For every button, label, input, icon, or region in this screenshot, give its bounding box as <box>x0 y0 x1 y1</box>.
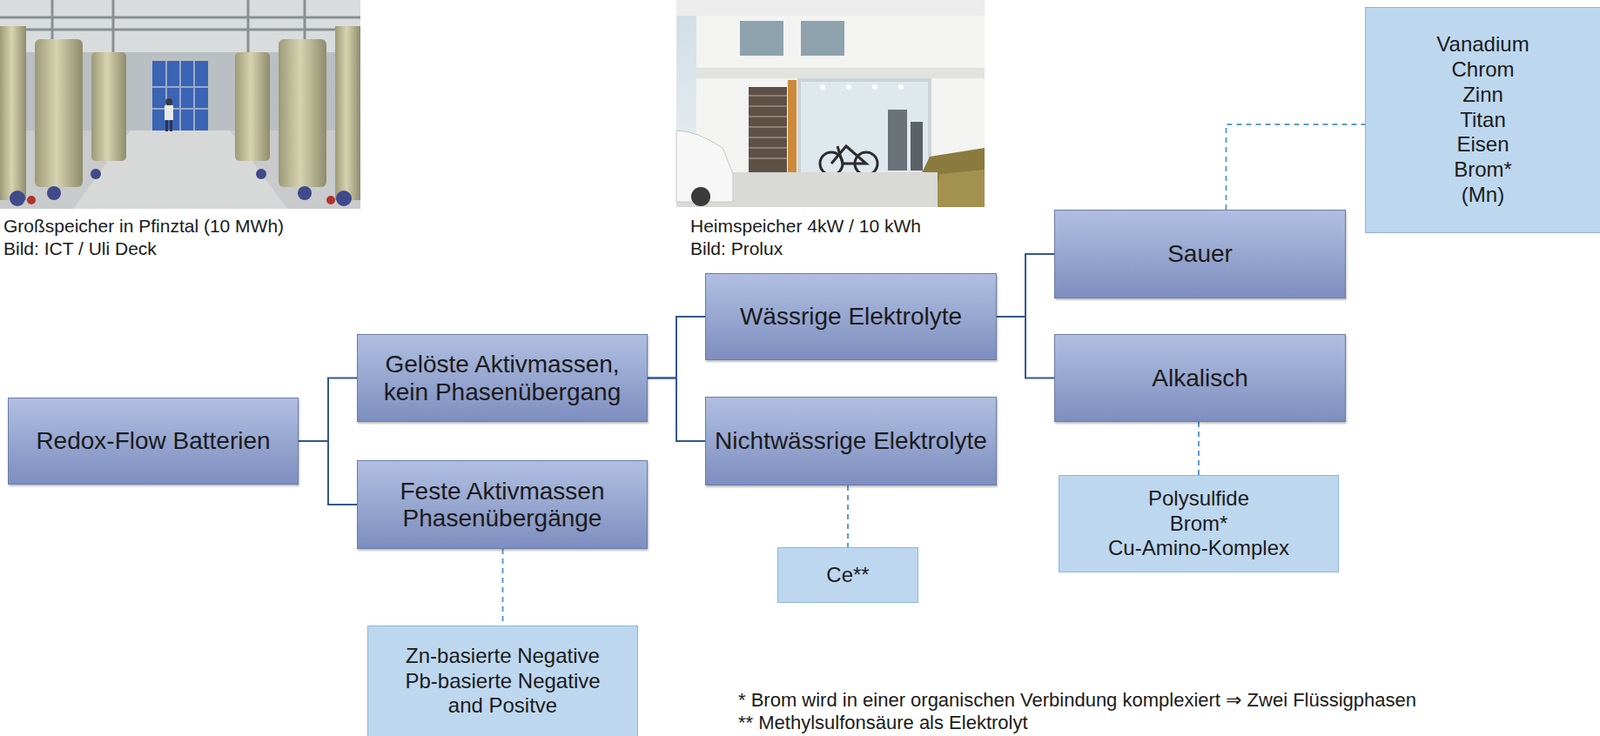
category-box: Sauer <box>1054 209 1346 299</box>
dashed-connector <box>502 549 505 626</box>
photo-caption: Heimspeicher 4kW / 10 kWh <box>690 215 922 237</box>
list-item: (Mn) <box>1461 182 1505 209</box>
house-photo <box>676 0 985 208</box>
material-list: Ce** <box>777 547 919 604</box>
box-label: Alkalisch <box>1151 364 1248 392</box>
list-item: Zn-basierte Negative <box>405 644 600 670</box>
box-label: Feste Aktivmassen Phasenübergänge <box>366 477 639 533</box>
list-item: Cu-Amino-Komplex <box>1108 536 1290 562</box>
category-box: Nichtwässrige Elektrolyte <box>705 396 997 486</box>
list-item: Vanadium <box>1436 32 1529 58</box>
tree-connector <box>996 254 1055 317</box>
tree-connector <box>647 378 706 443</box>
photo-caption: Großspeicher in Pfinztal (10 MWh) <box>3 215 284 237</box>
dashed-connector <box>1197 422 1200 476</box>
material-list: VanadiumChromZinnTitanEisenBrom*(Mn) <box>1364 6 1600 234</box>
box-label: Sauer <box>1167 240 1233 268</box>
footnote: * Brom wird in einer organischen Verbind… <box>738 689 1417 712</box>
material-list: PolysulfideBrom*Cu-Amino-Komplex <box>1058 475 1339 573</box>
box-label: Wässrige Elektrolyte <box>739 302 962 330</box>
category-box: Alkalisch <box>1054 334 1346 423</box>
list-item: Chrom <box>1451 57 1514 83</box>
dashed-connector <box>847 485 849 548</box>
tree-connector <box>298 378 357 443</box>
list-item: Brom* <box>1453 157 1513 183</box>
tree-connector <box>996 316 1055 379</box>
list-item: Zinn <box>1462 82 1504 108</box>
list-item: Ce** <box>826 563 869 589</box>
box-label: Nichtwässrige Elektrolyte <box>714 427 988 455</box>
material-list: Zn-basierte NegativePb-basierte Negative… <box>367 625 639 736</box>
category-box: Feste Aktivmassen Phasenübergänge <box>356 460 648 550</box>
list-item: Polysulfide <box>1148 486 1250 512</box>
root-box: Redox-Flow Batterien <box>7 397 299 485</box>
dashed-connector <box>1226 124 1366 210</box>
category-box: Gelöste Aktivmassen, kein Phasenübergang <box>356 334 648 423</box>
footnote: ** Methylsulfonsäure als Elektrolyt <box>738 712 1029 734</box>
tree-connector <box>298 441 357 505</box>
hall-photo <box>0 0 361 209</box>
list-item: Eisen <box>1456 132 1509 158</box>
person <box>164 98 174 132</box>
list-item: Titan <box>1459 107 1506 134</box>
box-label: Gelöste Aktivmassen, kein Phasenübergang <box>366 350 639 406</box>
category-box: Wässrige Elektrolyte <box>705 273 997 361</box>
box-label: Redox-Flow Batterien <box>35 427 270 455</box>
list-item: Brom* <box>1169 511 1229 538</box>
photo-credit: Bild: Prolux <box>690 238 783 260</box>
tree-connector <box>647 316 706 379</box>
photo-credit: Bild: ICT / Uli Deck <box>3 238 157 260</box>
list-item: Pb-basierte Negative and Positve <box>392 669 613 720</box>
